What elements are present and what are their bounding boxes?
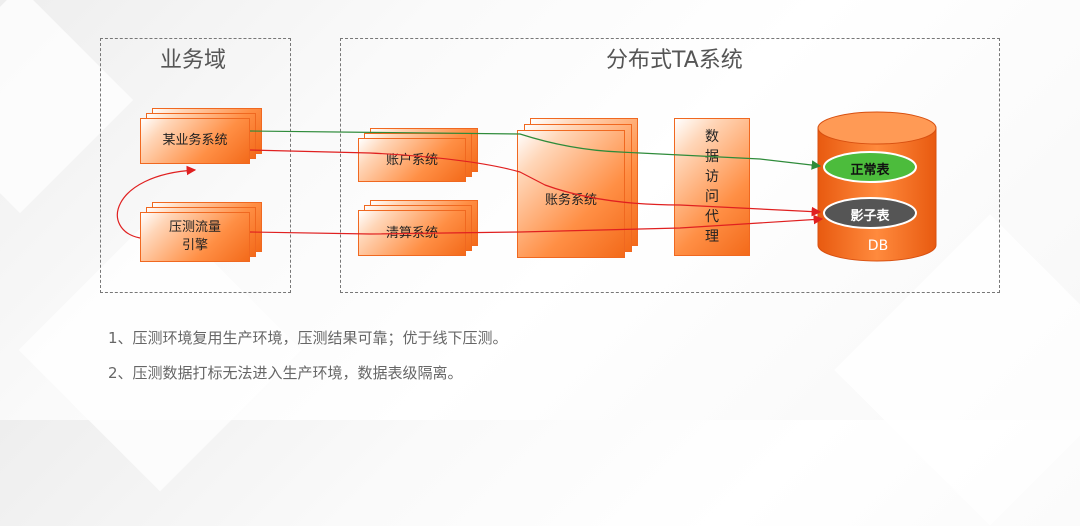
proxy-char: 代 bbox=[705, 209, 719, 225]
shadow-table-label: 影子表 bbox=[850, 209, 890, 224]
stress-engine-label-line1: 压测流量 bbox=[168, 220, 221, 235]
note-1: 1、压测环境复用生产环境，压测结果可靠；优于线下压测。 bbox=[108, 329, 508, 347]
stress-flow-line-1 bbox=[249, 149, 822, 217]
business-system-box bbox=[140, 118, 250, 164]
note-2: 2、压测数据打标无法进入生产环境，数据表级隔离。 bbox=[108, 364, 463, 382]
proxy-char: 理 bbox=[705, 229, 719, 245]
normal-table-label: 正常表 bbox=[850, 163, 890, 178]
ledger-system-label: 账务系统 bbox=[544, 193, 597, 208]
normal-flow-line bbox=[249, 130, 822, 170]
proxy-char: 问 bbox=[705, 189, 719, 205]
shadow-table-pill bbox=[823, 197, 917, 229]
db-label: DB bbox=[867, 238, 889, 254]
data-access-proxy-box bbox=[674, 118, 750, 256]
account-system-box bbox=[358, 138, 466, 182]
distributed-ta-title: 分布式TA系统 bbox=[606, 48, 743, 73]
business-system-label: 某业务系统 bbox=[162, 133, 228, 148]
distributed-ta-region bbox=[340, 38, 1000, 293]
business-domain-region bbox=[100, 38, 291, 293]
business-domain-title: 业务域 bbox=[160, 48, 227, 73]
stress-flow-line-2 bbox=[249, 214, 824, 235]
stress-loop-line bbox=[116, 165, 197, 239]
data-access-proxy-label: 数 据 访 问 代 理 bbox=[702, 127, 722, 247]
stress-engine-label-line2: 引擎 bbox=[181, 238, 208, 253]
stress-engine-box bbox=[140, 212, 250, 262]
proxy-char: 数 bbox=[705, 129, 719, 145]
diagram-svg bbox=[116, 111, 937, 262]
proxy-char: 访 bbox=[705, 169, 719, 185]
normal-table-pill bbox=[823, 151, 917, 183]
